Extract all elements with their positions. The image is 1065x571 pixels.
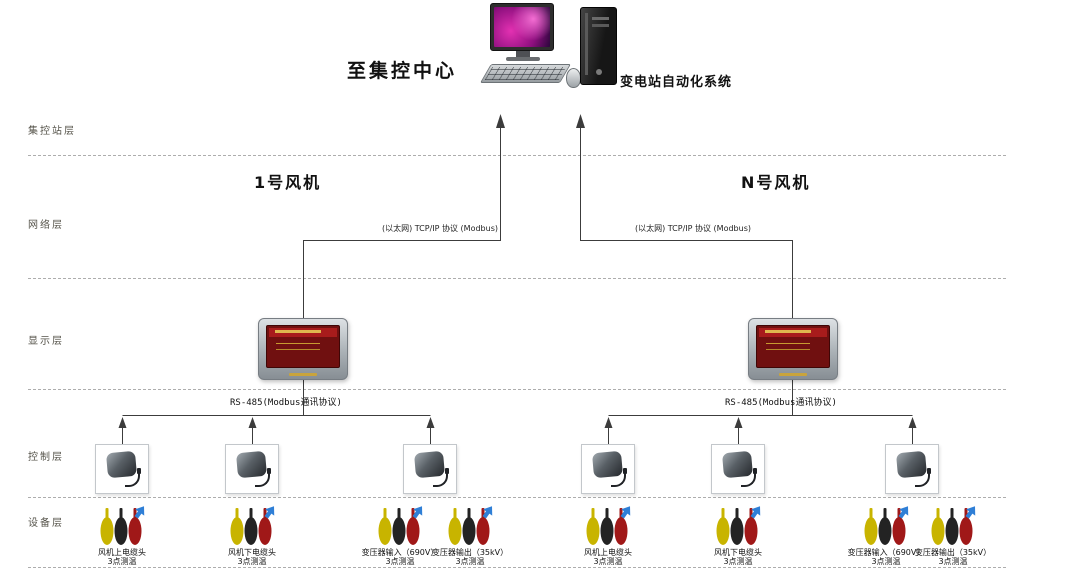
ethernet-link-fan1: [303, 122, 501, 318]
arrowhead-up: [248, 417, 257, 428]
controller-cable-icon: [255, 468, 271, 487]
ethernet-protocol-label: (以太网) TCP/IP 协议 (Modbus): [634, 224, 751, 233]
controller-cable-icon: [611, 468, 627, 487]
layer-divider: [28, 278, 1006, 279]
tower-power-button-icon: [596, 69, 602, 75]
device-detail: 3点测温: [938, 557, 968, 566]
ethernet-link-fanN: [580, 122, 793, 318]
cable-head-icon: [230, 503, 279, 545]
device-label: 变压器输入（690V） 3点测温: [354, 548, 446, 566]
device-name: 风机下电缆头: [714, 548, 762, 557]
device-detail: 3点测温: [723, 557, 753, 566]
device-detail: 3点测温: [593, 557, 623, 566]
controller-cable-icon: [915, 468, 931, 487]
tower-drive-slots: [592, 17, 609, 20]
controller-cable-icon: [741, 468, 757, 487]
layer-label-display: 显示层: [28, 336, 64, 347]
to-control-center-title: 至集控中心: [347, 60, 458, 82]
mouse-icon: [566, 68, 581, 88]
device-label: 风机下电缆头 3点测温: [206, 548, 298, 566]
hmi-display: [258, 318, 348, 380]
computer-tower-icon: [580, 7, 617, 85]
device-label: 变压器输出（35kV） 3点测温: [424, 548, 516, 566]
hmi-display: [748, 318, 838, 380]
arrowhead-up: [734, 417, 743, 428]
arrowhead-up: [496, 114, 505, 128]
controller-box: [711, 444, 765, 494]
device-label: 变压器输入（690V） 3点测温: [840, 548, 932, 566]
layer-divider: [28, 567, 1006, 568]
layer-label-control: 控制层: [28, 452, 64, 463]
device-name: 变压器输出（35kV）: [431, 548, 509, 557]
controller-box: [95, 444, 149, 494]
cable-head-icon: [931, 503, 980, 545]
layer-divider: [28, 155, 1006, 156]
cable-head-icon: [586, 503, 635, 545]
controller-box: [403, 444, 457, 494]
device-name: 风机上电缆头: [98, 548, 146, 557]
group-title-fan1: 1号风机: [254, 173, 322, 192]
group-title-fanN: N号风机: [741, 173, 811, 192]
device-label: 风机上电缆头 3点测温: [562, 548, 654, 566]
device-detail: 3点测温: [385, 557, 415, 566]
layer-label-station: 集控站层: [28, 126, 76, 137]
device-detail: 3点测温: [455, 557, 485, 566]
monitor-base-icon: [506, 57, 540, 61]
control-center-computer: [478, 0, 618, 94]
cable-head-icon: [864, 503, 913, 545]
arrowhead-up: [576, 114, 585, 128]
device-name: 变压器输出（35kV）: [914, 548, 992, 557]
device-name: 风机下电缆头: [228, 548, 276, 557]
device-label: 变压器输出（35kV） 3点测温: [907, 548, 999, 566]
layer-label-device: 设备层: [28, 518, 64, 529]
cable-head-icon: [378, 503, 427, 545]
monitor-stand-icon: [516, 51, 530, 57]
rs485-bus-label: RS-485(Modbus通讯协议): [725, 398, 837, 408]
arrowhead-up: [426, 417, 435, 428]
substation-system-label: 变电站自动化系统: [620, 75, 733, 90]
device-label: 风机上电缆头 3点测温: [76, 548, 168, 566]
controller-box: [885, 444, 939, 494]
layer-divider: [28, 497, 1006, 498]
controller-box: [581, 444, 635, 494]
keyboard-icon: [480, 64, 571, 83]
device-detail: 3点测温: [871, 557, 901, 566]
arrowhead-up: [118, 417, 127, 428]
arrowhead-up: [604, 417, 613, 428]
device-name: 风机上电缆头: [584, 548, 632, 557]
hmi-screen: [266, 325, 340, 368]
device-detail: 3点测温: [237, 557, 267, 566]
arrowhead-up: [908, 417, 917, 428]
monitor-screen: [494, 7, 550, 47]
hmi-brand-strip: [289, 373, 317, 376]
cable-head-icon: [448, 503, 497, 545]
controller-cable-icon: [125, 468, 141, 487]
device-detail: 3点测温: [107, 557, 137, 566]
monitor-icon: [490, 3, 554, 51]
hmi-brand-strip: [779, 373, 807, 376]
rs485-bus-label: RS-485(Modbus通讯协议): [230, 398, 342, 408]
controller-box: [225, 444, 279, 494]
hmi-screen: [756, 325, 830, 368]
device-name: 变压器输入（690V）: [361, 548, 439, 557]
layer-divider: [28, 389, 1006, 390]
cable-head-icon: [100, 503, 149, 545]
device-label: 风机下电缆头 3点测温: [692, 548, 784, 566]
ethernet-protocol-label: (以太网) TCP/IP 协议 (Modbus): [381, 224, 498, 233]
layer-label-network: 网络层: [28, 220, 64, 231]
cable-head-icon: [716, 503, 765, 545]
device-name: 变压器输入（690V）: [847, 548, 925, 557]
controller-cable-icon: [433, 468, 449, 487]
